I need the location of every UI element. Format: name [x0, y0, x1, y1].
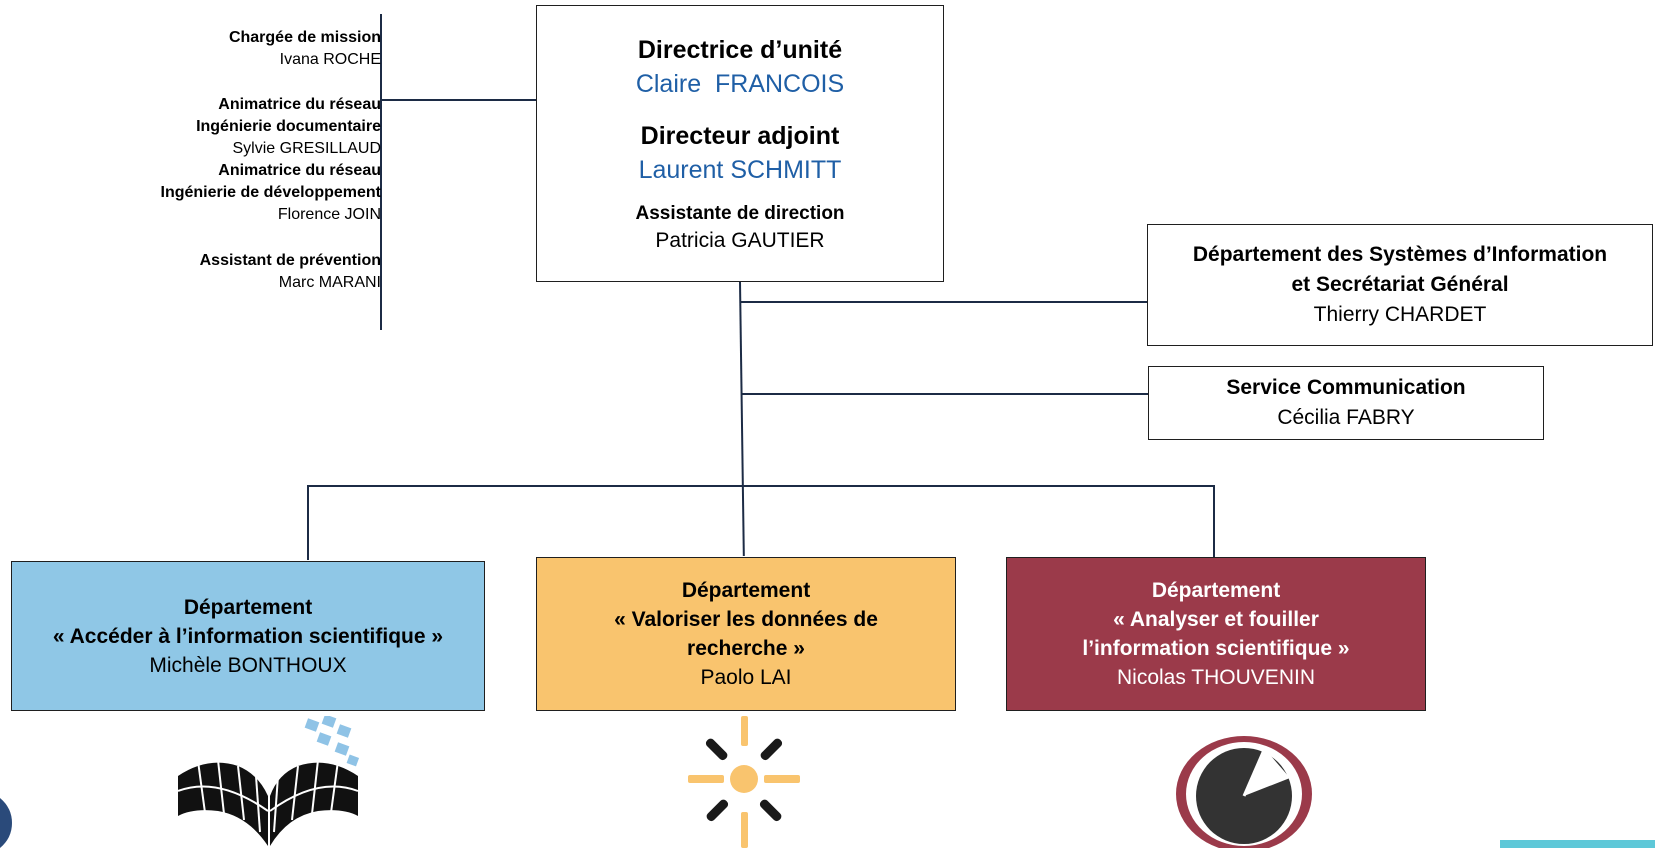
communication-name: Cécilia FABRY	[1277, 406, 1415, 429]
dsi-title-line1: Département des Systèmes d’Information	[1192, 243, 1608, 266]
department-box-analyze: Département « Analyser et fouiller l’inf…	[1006, 557, 1426, 711]
director-title: Directrice d’unité	[637, 35, 843, 64]
staff-role: Ingénierie documentaire	[196, 118, 381, 135]
department-title: recherche »	[687, 637, 805, 660]
deputy-name: Laurent SCHMITT	[638, 155, 842, 184]
dsi-name: Thierry CHARDET	[1313, 303, 1487, 326]
staff-name: Florence JOIN	[277, 206, 381, 223]
department-head: Nicolas THOUVENIN	[1117, 666, 1315, 689]
department-head: Paolo LAI	[700, 666, 792, 689]
department-title: Département	[183, 595, 313, 619]
department-head: Michèle BONTHOUX	[149, 653, 347, 677]
department-title: « Valoriser les données de	[614, 608, 878, 631]
staff-entry: Chargée de mission Ivana ROCHE	[229, 27, 381, 71]
connector-director-vertical	[739, 281, 745, 556]
open-book-grid-icon	[178, 716, 360, 846]
department-title: Département	[681, 579, 811, 602]
staff-entry: Animatrice du réseau Ingénierie document…	[196, 94, 381, 160]
department-title: « Accéder à l’information scientifique »	[52, 624, 444, 648]
corner-emblem-icon	[0, 798, 12, 848]
communication-box: Service Communication Cécilia FABRY	[1148, 366, 1544, 440]
connector-staff-to-director	[380, 14, 382, 330]
connector-staff-horizontal	[380, 99, 538, 101]
communication-title: Service Communication	[1226, 376, 1466, 399]
connector-dsi	[740, 301, 1147, 303]
staff-role: Animatrice du réseau	[218, 96, 381, 113]
staff-role: Assistant de prévention	[199, 252, 381, 269]
connector-com	[742, 393, 1148, 395]
connector-departments-horizontal	[307, 485, 1215, 487]
department-box-access: Département « Accéder à l’information sc…	[11, 561, 485, 711]
staff-role: Animatrice du réseau	[218, 162, 381, 179]
assistant-title: Assistante de direction	[635, 202, 845, 224]
pie-clock-icon	[1176, 736, 1312, 848]
connector-dept-left	[307, 485, 309, 560]
staff-name: Sylvie GRESILLAUD	[232, 140, 382, 157]
department-title: l’information scientifique »	[1082, 637, 1350, 660]
staff-entry: Animatrice du réseau Ingénierie de dével…	[161, 160, 382, 226]
staff-name: Marc MARANI	[278, 274, 381, 291]
staff-role: Chargée de mission	[228, 29, 381, 46]
sunburst-icon	[688, 716, 800, 848]
staff-name: Ivana ROCHE	[279, 51, 381, 68]
staff-entry: Assistant de prévention Marc MARANI	[200, 250, 381, 294]
connector-dept-right	[1213, 485, 1215, 558]
department-box-valorize: Département « Valoriser les données de r…	[536, 557, 956, 711]
department-title: Département	[1151, 579, 1281, 602]
corner-bar	[1500, 840, 1655, 848]
assistant-name: Patricia GAUTIER	[655, 228, 825, 252]
dsi-box: Département des Systèmes d’Information e…	[1147, 224, 1653, 346]
director-box: Directrice d’unité Claire FRANCOIS Direc…	[536, 5, 944, 282]
deputy-title: Directeur adjoint	[640, 121, 840, 150]
department-title: « Analyser et fouiller	[1113, 608, 1319, 631]
director-name: Claire FRANCOIS	[635, 69, 845, 98]
dsi-title-line2: et Secrétariat Général	[1291, 273, 1509, 296]
staff-role: Ingénierie de développement	[160, 184, 382, 201]
